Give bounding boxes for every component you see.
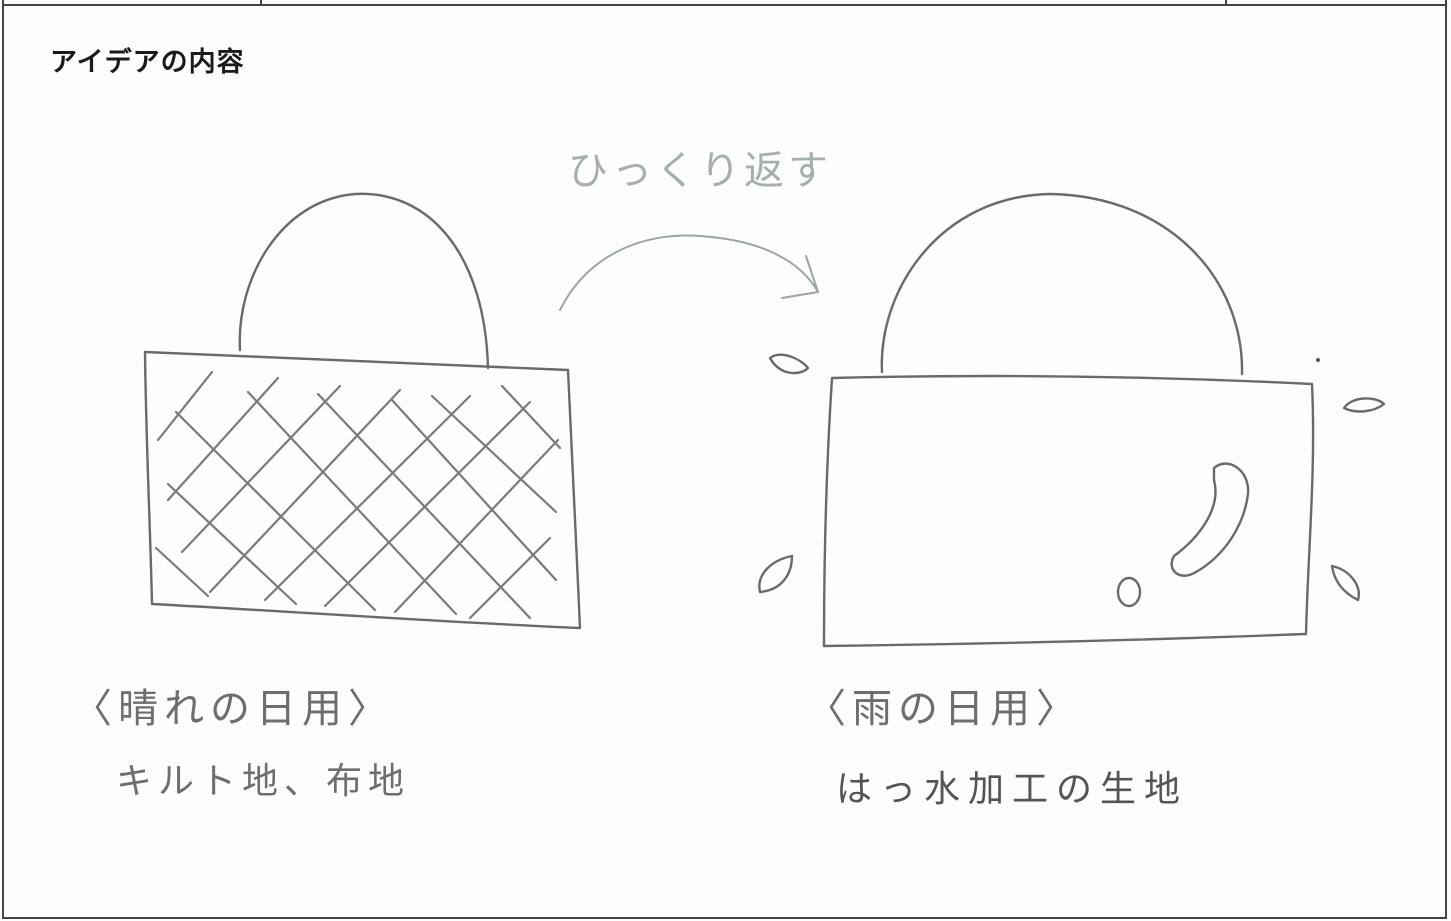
splash-drop-left-top [768,353,810,375]
flip-annotation: ひっくり返す [568,148,832,194]
rainy-bag-drawing [758,192,1386,648]
splash-dot [1316,358,1320,362]
splash-drop-left-bottom [758,554,794,594]
water-drop-on-bag-large [1170,462,1250,577]
rainy-day-material: はっ水加工の生地 [836,769,1189,810]
rainy-bag-body [822,374,1315,648]
rainy-day-label: 〈雨の日用〉 [806,686,1082,732]
sunny-bag-handle [238,192,490,370]
rainy-bag-handle [880,192,1244,376]
sunny-bag-body [143,350,582,630]
sunny-bag-quilt-pattern [154,370,562,620]
sunny-bag-drawing [143,192,582,630]
water-drop-on-bag-small [1116,576,1142,608]
splash-drop-right-top [1342,397,1386,413]
sunny-day-material: キルト地、布地 [116,761,411,802]
splash-drop-right-bottom [1330,564,1360,602]
section-title: アイデアの内容 [50,47,245,78]
sunny-day-label: 〈晴れの日用〉 [72,686,394,732]
flip-arrow [559,234,819,311]
